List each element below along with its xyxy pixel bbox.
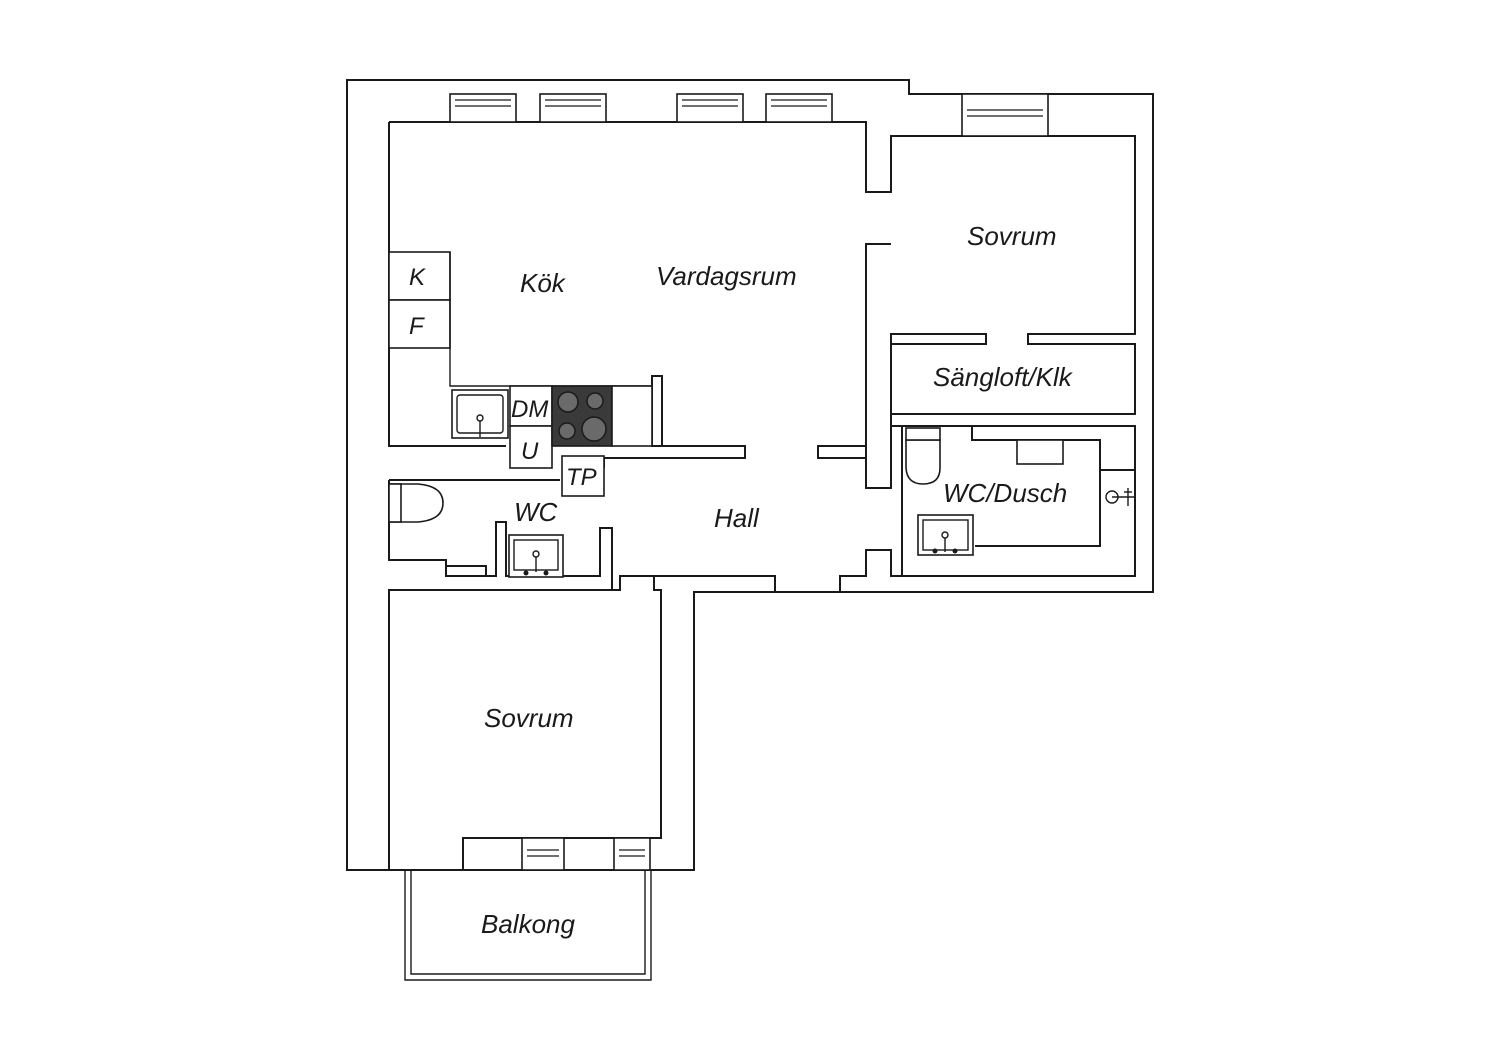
- shower-cabinet: [1016, 439, 1064, 465]
- wall-kitchen-bottom: [603, 445, 746, 468]
- hall-wall-right: [654, 575, 776, 870]
- label-kok: Kök: [520, 268, 567, 298]
- window-3: [676, 93, 744, 123]
- hall-wall-entry: [839, 549, 902, 592]
- shower-wall-inner: [971, 426, 1135, 547]
- labels: Kök Vardagsrum Sovrum Sängloft/Klk WC/Du…: [409, 221, 1074, 939]
- shower-toilet: [905, 439, 941, 485]
- window-6: [521, 837, 565, 871]
- label-balkong: Balkong: [481, 909, 575, 939]
- inner-wall-living: [389, 121, 1136, 489]
- wall-living-to-hall: [817, 244, 867, 459]
- freezer: [388, 299, 451, 349]
- outer-wall-contour: [346, 79, 1154, 871]
- window-1: [449, 93, 517, 123]
- wall-kitchen-stub: [651, 375, 663, 447]
- fridge: [388, 251, 451, 301]
- stove-burner-2: [586, 392, 604, 410]
- label-vardagsrum: Vardagsrum: [656, 261, 797, 291]
- wall-kitchen-left: [388, 122, 506, 447]
- label-wc-dusch: WC/Dusch: [943, 478, 1067, 508]
- kitchen-counter-right: [611, 385, 653, 447]
- wc-left: [388, 479, 613, 870]
- window-7: [613, 837, 651, 871]
- label-diskmaskin: DM: [511, 396, 548, 423]
- wc-dusch: [891, 425, 1136, 577]
- window-4: [765, 93, 833, 123]
- oven: [509, 425, 553, 469]
- wc-toilet: [388, 483, 444, 523]
- kitchen: [388, 251, 653, 497]
- label-hall: Hall: [714, 503, 760, 533]
- window-5: [961, 93, 1049, 137]
- outer-walls: [346, 79, 1154, 871]
- windows-top: [449, 93, 1049, 137]
- balcony: [404, 870, 652, 981]
- stove-burner-1: [557, 391, 579, 413]
- stove-burner-3: [558, 422, 576, 440]
- stove-burner-4: [581, 416, 607, 442]
- tumble-dryer: [561, 455, 605, 497]
- balcony-rail-inner: [410, 870, 646, 975]
- windows-bottom: [521, 837, 651, 871]
- label-sangloft: Sängloft/Klk: [933, 362, 1074, 392]
- label-frys: F: [409, 313, 425, 340]
- label-sovrum-bottom: Sovrum: [484, 703, 574, 733]
- window-2: [539, 93, 607, 123]
- shower-wall: [891, 425, 1136, 577]
- dishwasher: [509, 385, 553, 427]
- wc-wall: [388, 479, 613, 870]
- balcony-rail-outer: [404, 870, 652, 981]
- label-sovrum-top: Sovrum: [967, 221, 1057, 251]
- label-ugn: U: [521, 438, 539, 465]
- label-wc: WC: [514, 497, 558, 527]
- label-kyl: K: [409, 264, 426, 291]
- label-tvattmaskin: TP: [566, 464, 597, 491]
- wc-wall-inner: [446, 565, 487, 576]
